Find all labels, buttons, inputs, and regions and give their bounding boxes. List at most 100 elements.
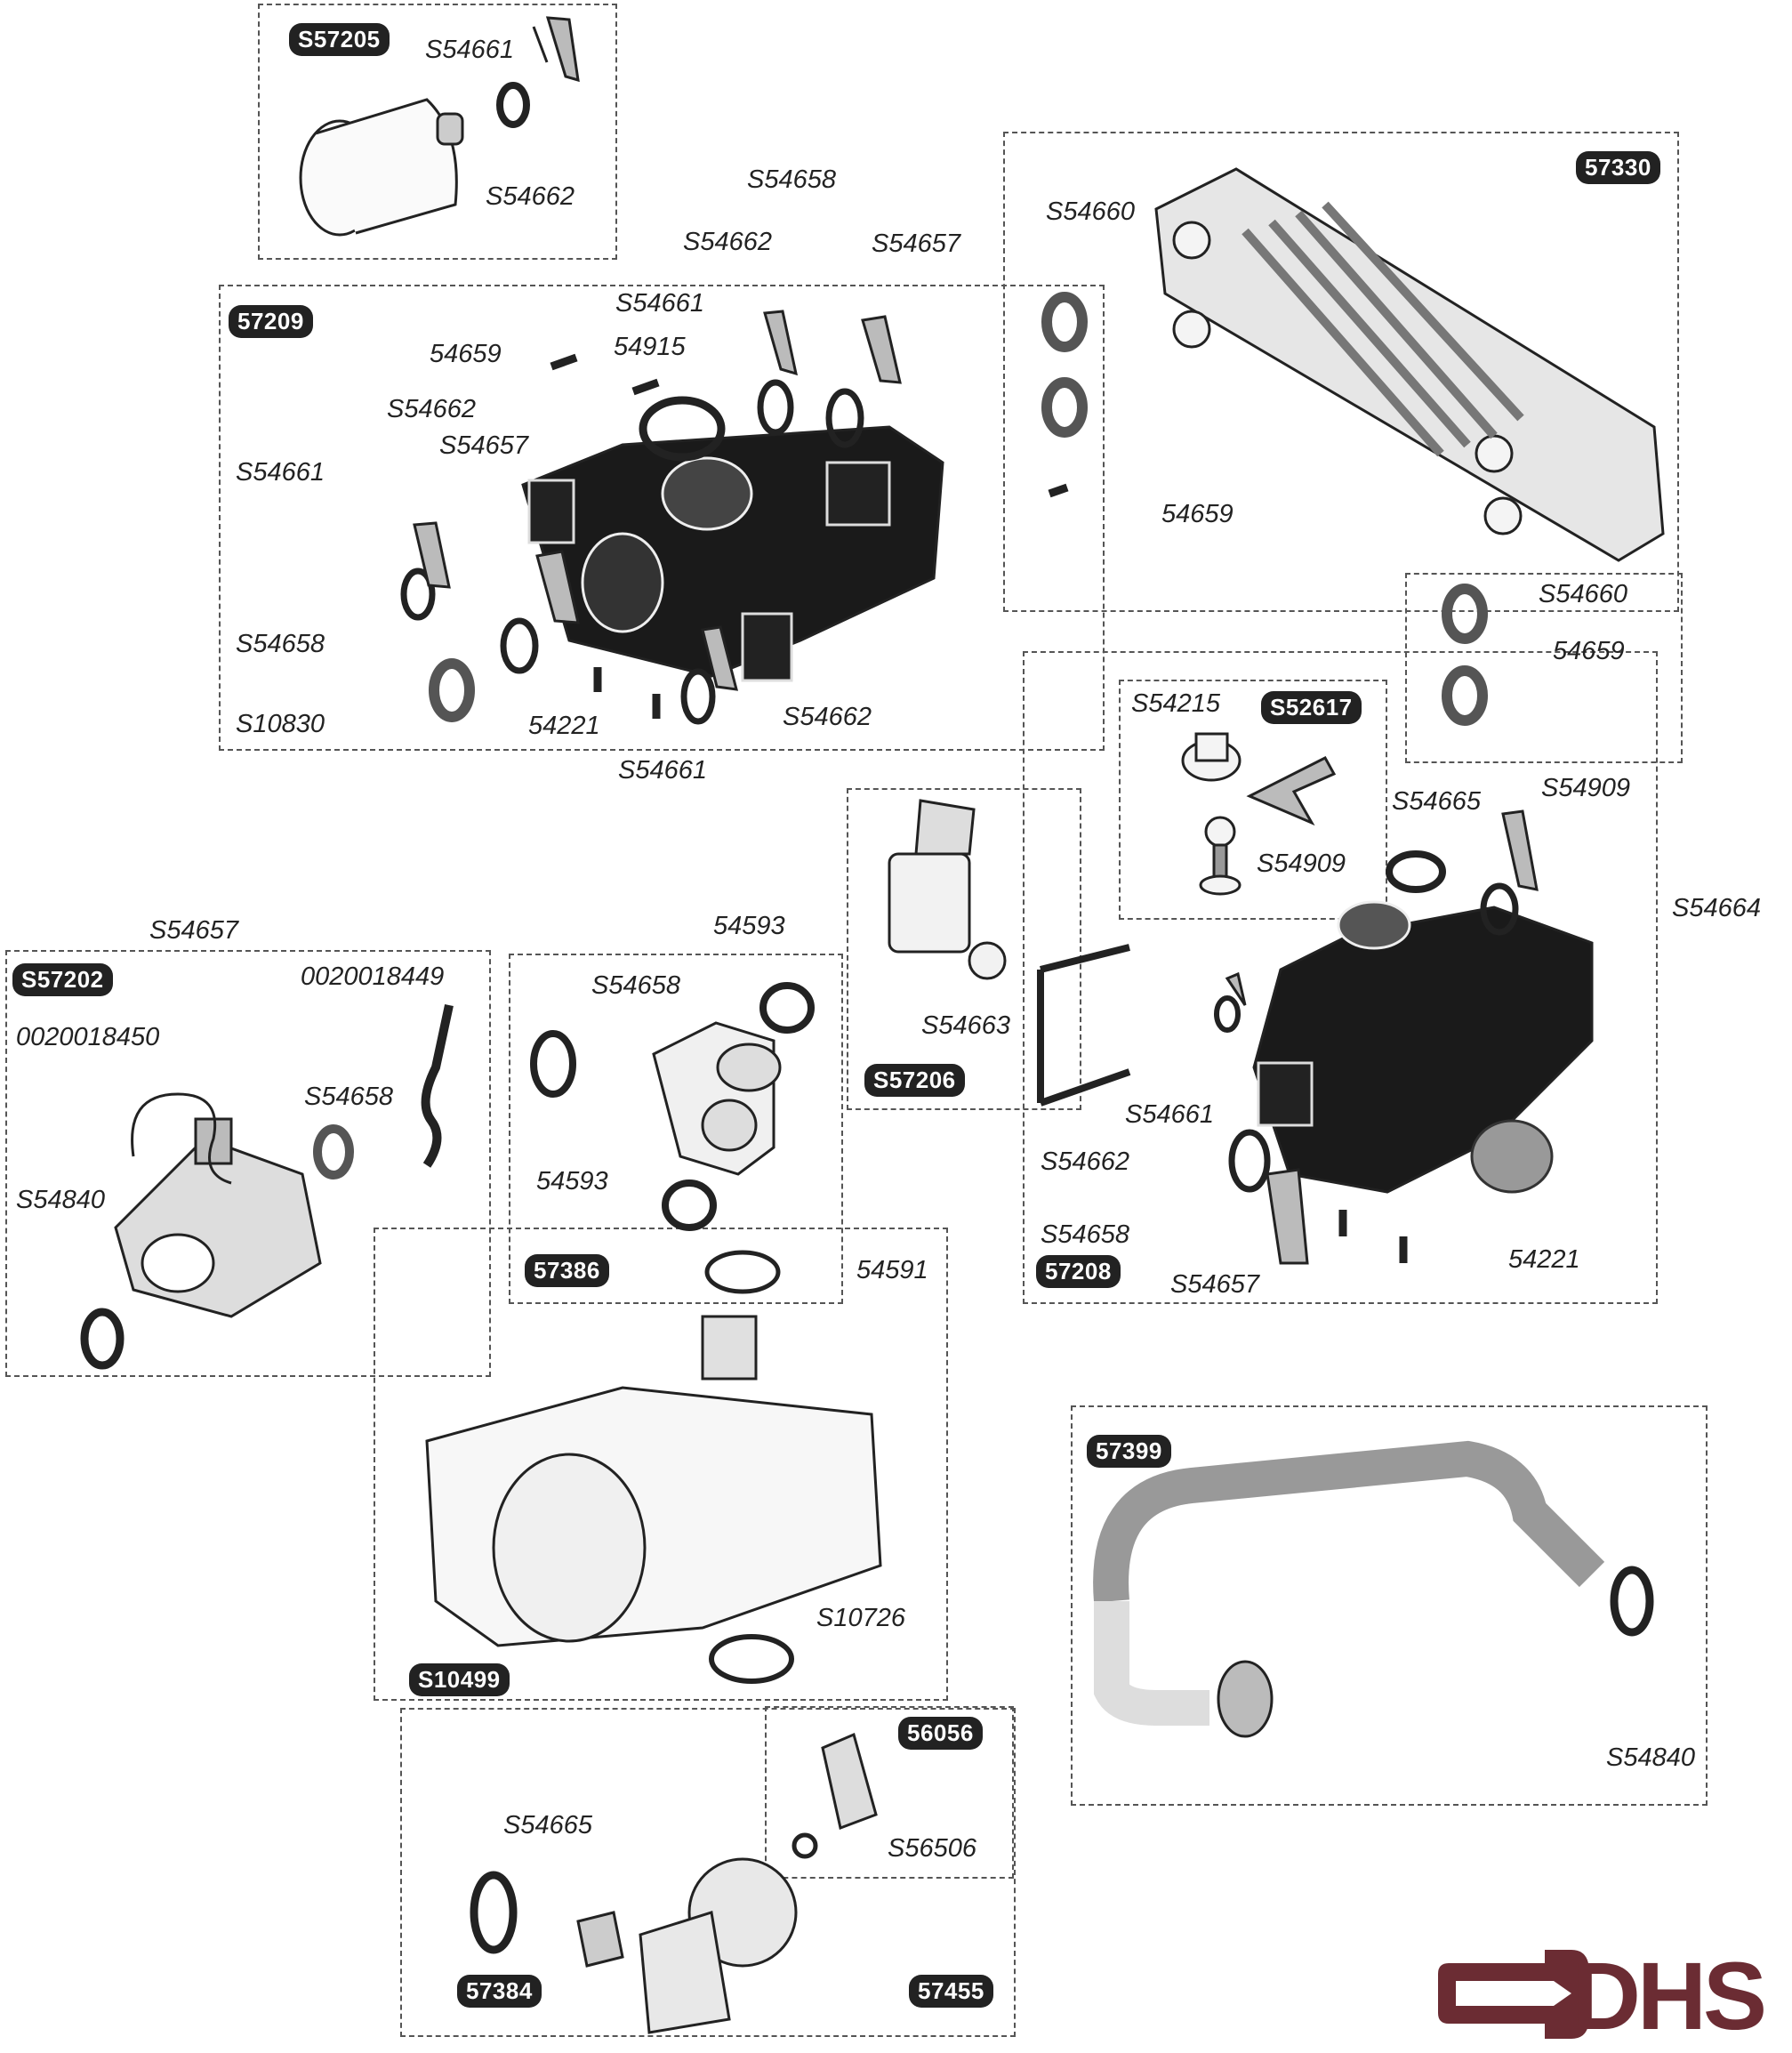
manifold-left-drawing bbox=[521, 425, 944, 682]
o-ring-drawing bbox=[709, 1634, 794, 1684]
badge-s52617: S52617 bbox=[1261, 691, 1362, 724]
part-label: S54909 bbox=[1257, 849, 1346, 878]
o-ring-drawing bbox=[80, 1308, 125, 1370]
group-box-57386 bbox=[509, 954, 843, 1304]
part-label: S10726 bbox=[816, 1604, 905, 1632]
part-label: S54840 bbox=[16, 1186, 105, 1214]
o-ring-drawing bbox=[1228, 1129, 1271, 1193]
part-label: S54662 bbox=[683, 228, 772, 256]
part-label: S54658 bbox=[236, 630, 325, 658]
part-label: S54661 bbox=[615, 289, 704, 318]
badge-57209: 57209 bbox=[229, 305, 313, 338]
part-label: S54658 bbox=[747, 165, 836, 194]
part-label: S54665 bbox=[1392, 787, 1481, 816]
part-label: S54661 bbox=[236, 458, 325, 487]
part-label: S54657 bbox=[872, 229, 960, 258]
part-label: S54657 bbox=[1170, 1270, 1259, 1299]
o-ring-drawing bbox=[1386, 850, 1446, 893]
seal-drawing bbox=[1041, 292, 1088, 352]
part-label: S54660 bbox=[1046, 197, 1135, 226]
hose-drawing bbox=[1093, 1440, 1654, 1738]
badge-57386: 57386 bbox=[525, 1254, 609, 1287]
group-box-57455 bbox=[400, 1708, 1016, 2037]
diverter-valve-drawing bbox=[114, 1117, 322, 1318]
o-ring-drawing bbox=[704, 1250, 781, 1294]
badge-57330: 57330 bbox=[1576, 151, 1660, 184]
seal-drawing bbox=[1041, 377, 1088, 438]
part-label: S10830 bbox=[236, 710, 325, 738]
part-label: S54665 bbox=[503, 1811, 592, 1840]
part-label: S54662 bbox=[486, 182, 575, 211]
o-ring-drawing bbox=[1480, 882, 1519, 936]
badge-s57202: S57202 bbox=[12, 963, 113, 996]
clip-drawing bbox=[1266, 1168, 1309, 1265]
group-box-57330 bbox=[1003, 132, 1679, 612]
group-box-57399 bbox=[1071, 1405, 1708, 1806]
part-label: S54657 bbox=[149, 916, 238, 945]
part-label: S54660 bbox=[1539, 580, 1627, 608]
o-ring-drawing bbox=[757, 379, 794, 436]
part-label: S54664 bbox=[1672, 894, 1761, 922]
part-label: S56506 bbox=[888, 1834, 976, 1863]
part-label: 0020018449 bbox=[301, 962, 445, 991]
o-ring-drawing bbox=[1214, 995, 1241, 1033]
o-ring-drawing bbox=[400, 568, 436, 621]
dhs-logo-text: DHS bbox=[1571, 1942, 1767, 2049]
o-ring-drawing bbox=[470, 1871, 518, 1954]
part-label: S54661 bbox=[1125, 1100, 1214, 1129]
badge-s10499: S10499 bbox=[409, 1663, 510, 1696]
dhs-logo-icon bbox=[1438, 1950, 1589, 2039]
badge-56056: 56056 bbox=[898, 1717, 983, 1750]
clip-drawing bbox=[1501, 809, 1539, 891]
part-label: 54221 bbox=[528, 712, 600, 740]
seal-drawing bbox=[429, 658, 475, 722]
pump-drawing bbox=[425, 1315, 882, 1647]
clip-drawing bbox=[413, 521, 451, 589]
valve-body-drawing bbox=[652, 1021, 782, 1176]
o-ring-drawing bbox=[662, 1179, 717, 1231]
clip-drawing bbox=[1225, 971, 1247, 1006]
manifold-right-drawing bbox=[1252, 900, 1594, 1194]
elbow-drawing bbox=[576, 1732, 878, 2034]
clip-drawing bbox=[532, 16, 580, 83]
part-label: S54658 bbox=[304, 1083, 393, 1111]
group-box-s10499 bbox=[374, 1228, 948, 1701]
part-label: 54659 bbox=[1553, 637, 1625, 665]
spring-clip-drawing bbox=[131, 1092, 232, 1185]
group-box-s57206 bbox=[847, 788, 1081, 1110]
screw-drawing bbox=[550, 353, 1069, 719]
badge-57455: 57455 bbox=[909, 1975, 993, 2008]
part-label: 54593 bbox=[713, 912, 785, 940]
o-ring-drawing bbox=[759, 982, 815, 1034]
part-label: S54662 bbox=[387, 395, 476, 423]
group-box-57208 bbox=[1023, 651, 1658, 1304]
wire-drawing bbox=[421, 1003, 454, 1168]
o-ring-drawing bbox=[825, 388, 864, 448]
part-label: S54663 bbox=[921, 1011, 1010, 1040]
clip-drawing bbox=[535, 550, 580, 624]
group-box-57209 bbox=[219, 285, 1105, 751]
screw-drawing bbox=[1338, 1210, 1408, 1263]
gasket-drawing bbox=[1037, 944, 1131, 1107]
group-box-s57205 bbox=[258, 4, 617, 260]
relief-kit-drawing bbox=[1181, 732, 1337, 896]
part-label: 54659 bbox=[430, 340, 502, 368]
o-ring-drawing bbox=[680, 668, 716, 725]
part-label: S54658 bbox=[1041, 1220, 1129, 1249]
actuator-drawing bbox=[888, 799, 1007, 980]
part-label: 54591 bbox=[856, 1256, 928, 1284]
part-label: 54659 bbox=[1161, 500, 1234, 528]
o-ring-drawing bbox=[530, 1030, 576, 1098]
badge-s57206: S57206 bbox=[864, 1064, 965, 1097]
clip-drawing bbox=[763, 310, 798, 376]
part-label: S54909 bbox=[1541, 774, 1630, 802]
badge-57208: 57208 bbox=[1036, 1255, 1121, 1288]
badge-57399: 57399 bbox=[1087, 1435, 1171, 1468]
part-label: 54593 bbox=[536, 1167, 608, 1196]
part-label: S54658 bbox=[591, 971, 680, 1000]
o-ring-drawing bbox=[496, 82, 530, 128]
part-label: S54840 bbox=[1606, 1743, 1695, 1772]
heat-exchanger-drawing bbox=[1154, 167, 1665, 562]
group-box-s52617 bbox=[1119, 680, 1387, 920]
